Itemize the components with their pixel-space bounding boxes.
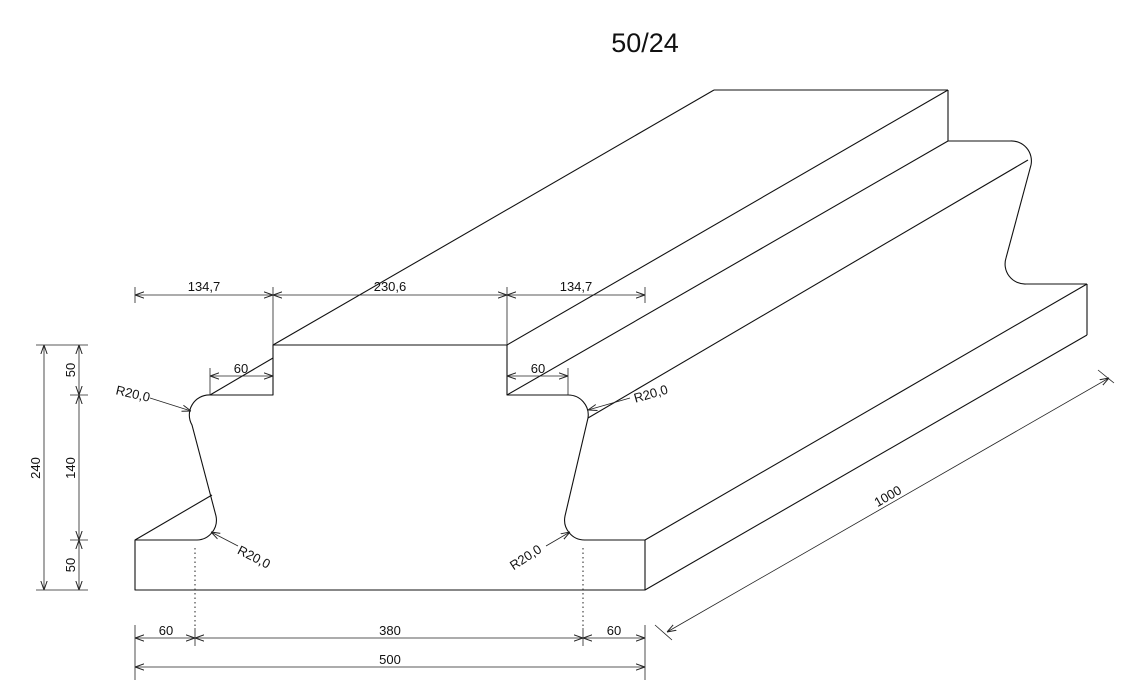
dim-line-length: [667, 378, 1109, 632]
radius-bottom-left-label: R20,0: [235, 542, 273, 571]
edge-top-left: [272, 89, 715, 346]
dim-ledge-right-label: 60: [531, 361, 545, 376]
profile-body: [134, 89, 1088, 591]
dim-top-right-label: 134,7: [560, 279, 593, 294]
edge-ledge-right: [506, 140, 949, 396]
dim-top-left-label: 134,7: [188, 279, 221, 294]
height-dimensions: 240 50 140 50: [28, 344, 88, 591]
leader-radius-top-left: [149, 397, 191, 411]
radius-bottom-right-label: R20,0: [507, 541, 544, 572]
leader-radius-bottom-left: [211, 532, 239, 547]
dim-length-label: 1000: [871, 482, 904, 509]
dim-height-top-label: 50: [63, 363, 78, 377]
dim-top-mid-label: 230,6: [374, 279, 407, 294]
back-profile: [948, 140, 1087, 285]
top-dimensions: 134,7 230,6 134,7 60 60: [134, 279, 646, 395]
edge-foot-left: [134, 494, 213, 541]
dim-ledge-left-label: 60: [234, 361, 248, 376]
dim-height-total-label: 240: [28, 457, 43, 479]
edge-curve-right: [587, 159, 1029, 419]
edge-base-right: [644, 334, 1088, 591]
front-profile: [134, 344, 646, 591]
length-dimension: 1000: [654, 369, 1115, 641]
dim-bottom-mid-label: 380: [379, 623, 401, 638]
dim-bottom-total-label: 500: [379, 652, 401, 667]
leader-radius-top-right: [588, 397, 631, 410]
bottom-dimensions: 60 380 60 500: [134, 548, 646, 680]
edge-foot-right: [644, 283, 1088, 541]
dim-bottom-left-label: 60: [159, 623, 173, 638]
radius-top-left-label: R20,0: [114, 382, 151, 404]
drawing-title: 50/24: [611, 28, 679, 58]
radius-top-right-label: R20,0: [632, 382, 669, 406]
dim-height-mid-label: 140: [63, 457, 78, 479]
radius-callouts: R20,0 R20,0 R20,0 R20,0: [114, 382, 669, 573]
dim-height-bottom-label: 50: [63, 558, 78, 572]
dim-bottom-right-label: 60: [607, 623, 621, 638]
leader-radius-bottom-right: [545, 532, 570, 547]
edge-top-right: [506, 89, 949, 346]
